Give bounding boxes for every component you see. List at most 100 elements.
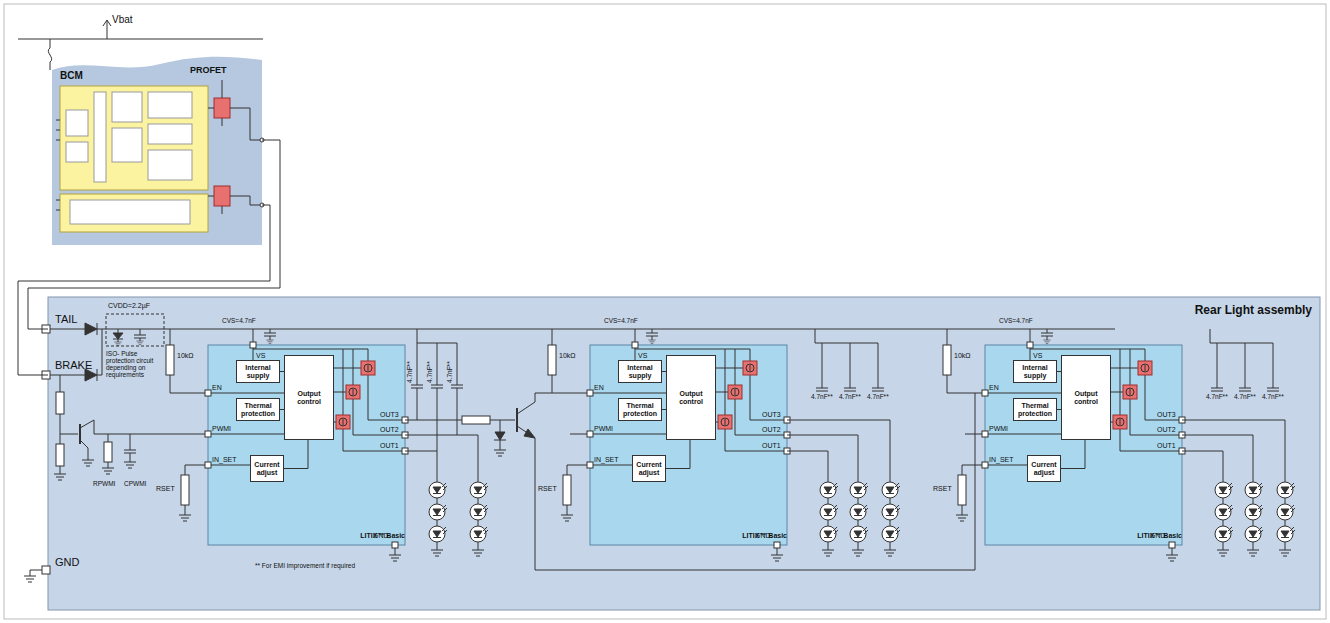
bcm-module: [66, 110, 88, 136]
schematic-label: 4.7nF**: [1206, 393, 1228, 400]
schematic-label: EN: [212, 384, 222, 392]
block-label: Output control: [286, 390, 332, 405]
schematic-label: OUT2: [1157, 426, 1176, 434]
schematic-label: 10kΩ: [177, 352, 194, 360]
schematic-label: VS: [638, 352, 647, 360]
bcm-module: [214, 186, 230, 206]
bcm-module: [112, 92, 142, 122]
schematic-label: 4.7nF**: [426, 361, 433, 383]
led-output-circuit: [462, 416, 490, 424]
schematic-label: 10kΩ: [559, 352, 576, 360]
schematic-label: IN_SET: [594, 456, 619, 464]
bcm-module: [148, 124, 192, 144]
bcm-module: [60, 194, 208, 232]
pwm-input-circuit: [102, 468, 114, 474]
led-output-circuit: [429, 504, 447, 520]
connector: [284, 440, 308, 469]
transistor-switch: [524, 429, 535, 438]
led-output-circuit: [405, 329, 515, 550]
bcm-module: [66, 142, 88, 162]
led-output-circuit: [965, 329, 1295, 556]
schematic-label: CVDD=2.2µF: [108, 302, 150, 310]
connector: [1061, 440, 1085, 469]
schematic-label: VS: [1033, 352, 1042, 360]
led-output-circuit: [470, 504, 488, 520]
pwm-input-circuit: [56, 392, 64, 414]
schematic-label: OUT3: [1157, 411, 1176, 419]
input-protection: [30, 329, 1115, 576]
function-block: Output control: [284, 355, 334, 440]
module-title: Rear Light assembly: [56, 303, 1312, 317]
led-output-circuit: [405, 329, 1295, 556]
driver-ic: LITIX™ BasicInternal supplyThermal prote…: [208, 345, 405, 545]
function-block: Output control: [1061, 355, 1111, 440]
bcm-module: [148, 92, 192, 118]
bcm-module: [214, 98, 230, 118]
page-frame: [4, 4, 1326, 619]
schematic-drawing: [4, 4, 1326, 619]
input-protection: [97, 369, 98, 381]
input-protection: [85, 323, 97, 335]
led-output-circuit: [429, 482, 447, 498]
driver-ic-symbol: [943, 329, 1185, 561]
pwm-input-circuit: [82, 460, 94, 466]
input-protection: [42, 566, 50, 574]
block-label: Current adjust: [634, 461, 664, 476]
transistor-switch: [516, 408, 518, 432]
schematic-label: OUT1: [762, 442, 781, 450]
function-block: Thermal protection: [1013, 398, 1057, 421]
schematic-label: OUT1: [1157, 442, 1176, 450]
function-block: Current adjust: [632, 455, 666, 482]
schematic-label: 10kΩ: [954, 352, 971, 360]
schematic-label: OUT1: [380, 442, 399, 450]
schematic-label: 4.7nF**: [446, 361, 453, 383]
schematic-label: ISO- Pulse protection circuit depending …: [106, 350, 164, 379]
block-label: Current adjust: [1029, 461, 1059, 476]
transistor-switch: [517, 393, 975, 570]
block-label: Output control: [668, 390, 714, 405]
assembly-panel: Rear Light assemblyLITIX™ BasicInternal …: [48, 297, 1320, 610]
schematic-label: 4.7nF**: [867, 393, 889, 400]
pwm-input-circuit: [104, 442, 112, 462]
pwm-input-circuit: [60, 375, 205, 474]
bcm-module: [60, 86, 208, 190]
controller-box: BCM: [52, 63, 262, 245]
schematic-label: PWMI: [594, 425, 613, 433]
pwm-input-circuit: [79, 424, 81, 444]
schematic-label: OUT3: [380, 411, 399, 419]
schematic-label: EN: [989, 384, 999, 392]
schematic-label: EN: [594, 384, 604, 392]
schematic-label: Vbat: [112, 14, 133, 25]
schematic-label: CVS=4.7nF: [999, 317, 1033, 324]
connector: [18, 205, 270, 375]
connector: [666, 440, 690, 469]
assembly-housing: [48, 297, 1320, 610]
block-label: Current adjust: [252, 461, 282, 476]
schematic-label: 4.7nF**: [839, 393, 861, 400]
schematic-label: RSET: [156, 485, 175, 493]
schematic-label: TAIL: [55, 313, 77, 325]
function-block: Thermal protection: [236, 398, 280, 421]
driver-ic: LITIX™ BasicInternal supplyThermal prote…: [985, 345, 1182, 545]
bcm-module: [94, 92, 106, 182]
block-label: Thermal protection: [1015, 402, 1055, 417]
block-label: Internal supply: [620, 364, 660, 379]
function-block: Current adjust: [250, 455, 284, 482]
led-output-circuit: [431, 550, 443, 556]
schematic-label: 4.7nF**: [811, 393, 833, 400]
led-output-circuit: [429, 526, 447, 542]
driver-ic: LITIX™ BasicInternal supplyThermal prote…: [590, 345, 787, 545]
block-label: Internal supply: [238, 364, 278, 379]
schematic-label: CPWMI: [124, 480, 146, 487]
schematic-label: BRAKE: [55, 359, 92, 371]
schematic-label: GND: [373, 532, 389, 540]
led-output-circuit: [470, 526, 488, 542]
function-block: Current adjust: [1027, 455, 1061, 482]
block-label: Thermal protection: [620, 402, 660, 417]
pwm-input-circuit: [56, 444, 64, 466]
pwm-input-circuit: [54, 474, 66, 480]
schematic-label: IN_SET: [212, 456, 237, 464]
schematic-label: PWMI: [989, 425, 1008, 433]
